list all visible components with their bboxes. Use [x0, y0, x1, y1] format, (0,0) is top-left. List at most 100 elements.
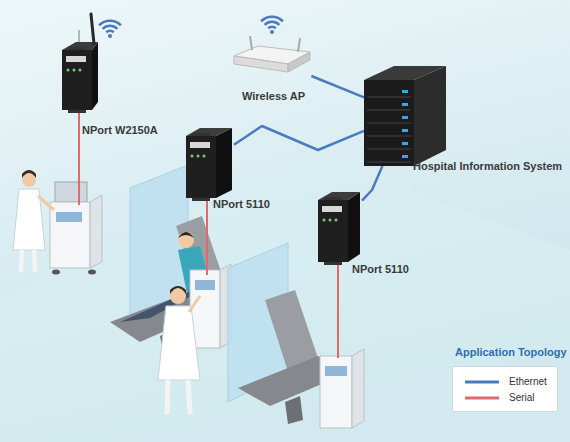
wifi-wave	[267, 25, 276, 29]
server-top	[364, 66, 446, 80]
status-led	[335, 219, 338, 222]
device-label: NPort 5110	[352, 263, 409, 276]
device-side	[216, 128, 232, 198]
mounting-ear	[192, 133, 210, 136]
legend-title: Application Topology	[455, 346, 567, 359]
device-top	[318, 192, 360, 200]
antenna	[91, 14, 94, 44]
hair	[178, 232, 194, 238]
device-label: Hospital Information System	[413, 160, 562, 173]
arm	[189, 296, 200, 312]
floor	[0, 150, 570, 442]
legend-sample	[463, 391, 503, 405]
drive-led	[402, 103, 408, 106]
machine-screen	[55, 182, 87, 202]
drive-led	[402, 142, 408, 145]
device-drawing	[182, 124, 234, 200]
server-side	[414, 66, 446, 166]
device-node: NPort W2150A	[58, 38, 100, 112]
legend-text: Ethernet	[509, 375, 547, 389]
machine-side	[352, 349, 364, 428]
legend-line	[465, 397, 499, 400]
machine-panel	[195, 280, 215, 290]
device-front	[186, 136, 216, 198]
mounting-ear	[324, 262, 342, 265]
device-label: NPort W2150A	[82, 124, 158, 137]
device-label: Wireless AP	[242, 90, 305, 103]
nurse	[158, 286, 200, 414]
legend-text: Serial	[509, 391, 535, 405]
wifi-dot	[270, 30, 274, 34]
mounting-ear	[324, 197, 342, 200]
machine-front	[50, 202, 90, 268]
status-led	[79, 69, 82, 72]
mounting-ear	[192, 198, 210, 201]
status-led	[73, 69, 76, 72]
wifi-wave	[105, 29, 114, 33]
ethernet-link	[311, 76, 364, 97]
hair	[22, 170, 36, 178]
device-side	[348, 192, 360, 262]
legend-entry: Serial	[463, 391, 555, 405]
machine-panel	[325, 366, 347, 376]
machine-side	[90, 195, 102, 268]
device-drawing	[314, 188, 362, 264]
machine-panel	[56, 212, 82, 222]
serial-wire	[337, 264, 339, 358]
status-led	[203, 155, 206, 158]
chair-base	[285, 396, 303, 424]
nurse	[13, 170, 54, 272]
head	[178, 232, 194, 248]
leg	[188, 380, 190, 414]
dialysis-machine	[190, 200, 231, 348]
wifi-symbol	[98, 20, 122, 38]
leg	[167, 380, 168, 414]
status-led	[323, 219, 326, 222]
device-label: NPort 5110	[213, 198, 270, 211]
drive-led	[402, 116, 408, 119]
device-sticker	[66, 56, 86, 62]
status-led	[329, 219, 332, 222]
dialysis-machine	[320, 264, 364, 428]
status-led	[191, 155, 194, 158]
device-front	[318, 200, 348, 262]
device-node: NPort 5110	[182, 124, 234, 200]
device-drawing	[58, 38, 100, 112]
mounting-ear	[68, 110, 86, 113]
arm	[38, 196, 54, 210]
drive-led	[402, 90, 408, 93]
wifi-dot	[108, 34, 112, 38]
wifi-wave	[260, 16, 284, 23]
ap-front	[234, 56, 288, 72]
status-led	[67, 69, 70, 72]
serial-wire	[78, 112, 80, 205]
wheel	[88, 270, 96, 275]
antenna	[298, 38, 300, 52]
antenna	[250, 36, 252, 50]
device-sticker	[322, 206, 342, 212]
device-node: Hospital Information System	[364, 62, 446, 166]
hair	[170, 286, 186, 294]
device-node: Wireless AP	[232, 44, 312, 76]
device-drawing	[364, 62, 446, 166]
ethernet-link	[362, 166, 382, 201]
status-led	[197, 155, 200, 158]
server-front	[364, 80, 414, 166]
device-sticker	[190, 142, 210, 148]
drive-bay	[367, 149, 411, 150]
wifi-wave	[102, 24, 119, 29]
legend-line	[465, 381, 499, 384]
drive-led	[402, 129, 408, 132]
uniform	[158, 306, 200, 380]
leg	[21, 250, 22, 272]
wheel	[52, 270, 60, 275]
ap-side	[288, 52, 310, 72]
device-side	[92, 42, 98, 110]
device-top	[186, 128, 232, 136]
device-front	[62, 50, 92, 110]
drive-led	[402, 155, 408, 158]
device-node: NPort 5110	[314, 188, 362, 264]
